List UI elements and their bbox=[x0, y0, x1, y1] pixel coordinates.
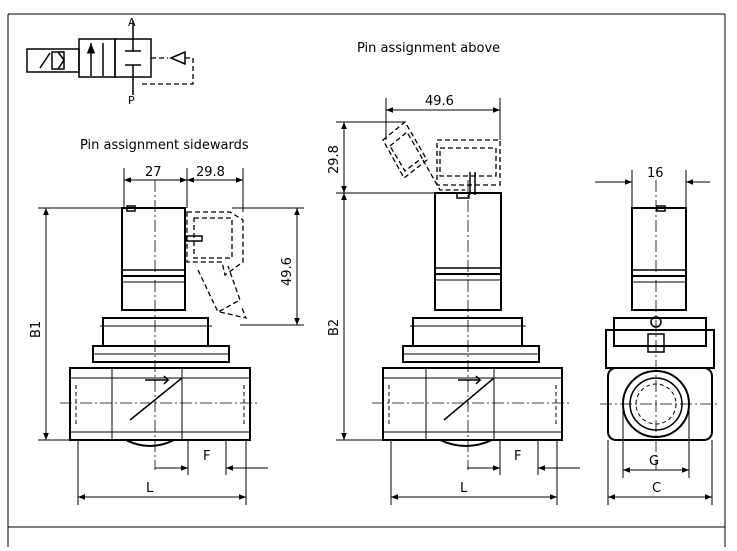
dim-f-left: F bbox=[203, 449, 210, 464]
dim-b2: B2 bbox=[327, 319, 342, 336]
pin-above-label: Pin assignment above bbox=[357, 41, 500, 56]
valve-symbol: A P bbox=[26, 16, 194, 107]
dim-g: G bbox=[649, 454, 659, 469]
dim-27: 27 bbox=[145, 165, 162, 180]
dim-f-mid: F bbox=[514, 449, 521, 464]
dim-16: 16 bbox=[647, 166, 664, 181]
valve-view-sidewards bbox=[60, 180, 260, 470]
dim-49-6-top: 49.6 bbox=[425, 94, 454, 109]
dimensions-middle: 49.6 29.8 B2 F L bbox=[327, 94, 580, 505]
border bbox=[7, 13, 726, 547]
valve-view-end bbox=[600, 180, 718, 470]
dimensions-right: 16 G C bbox=[595, 166, 713, 505]
dim-l-left: L bbox=[146, 481, 154, 496]
dim-49-6-side: 49.6 bbox=[280, 257, 295, 286]
dim-b1: B1 bbox=[29, 321, 44, 338]
port-a-label: A bbox=[128, 16, 136, 29]
dim-c: C bbox=[652, 481, 661, 496]
dimensions-left: 27 29.8 B1 49.6 F L bbox=[29, 165, 304, 505]
dim-29-8-side: 29.8 bbox=[196, 165, 225, 180]
valve-view-above bbox=[372, 121, 572, 470]
dim-l-mid: L bbox=[460, 481, 468, 496]
pin-sidewards-label: Pin assignment sidewards bbox=[80, 138, 249, 153]
dim-29-8-top: 29.8 bbox=[327, 145, 342, 174]
port-p-label: P bbox=[128, 94, 135, 107]
